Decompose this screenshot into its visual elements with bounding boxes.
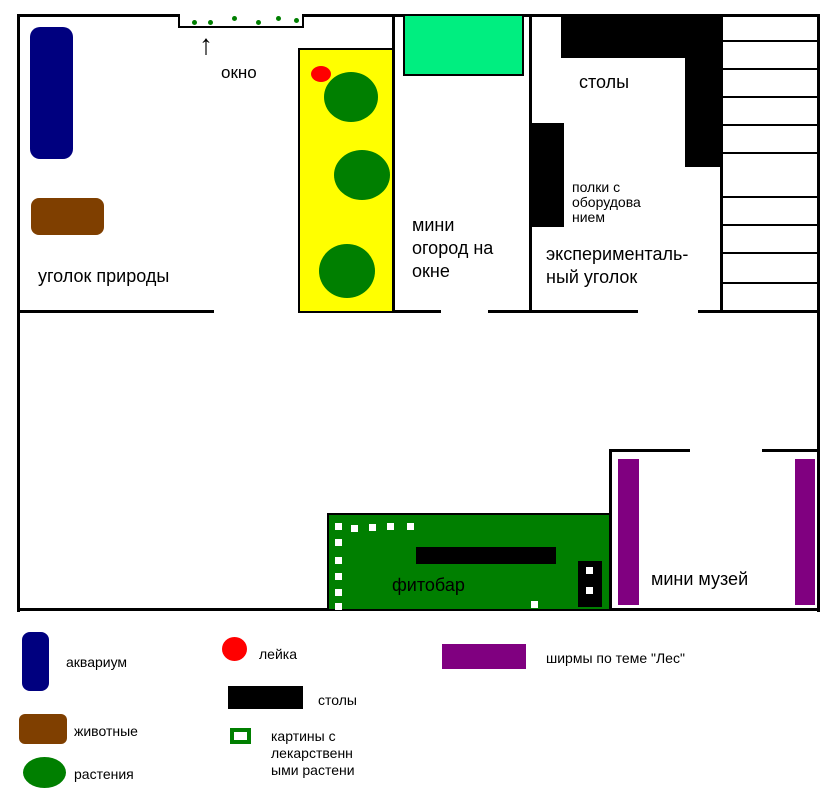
aquarium [30,27,73,159]
window-plant-icon [208,20,213,25]
legend-animals-swatch [19,714,67,744]
phytobar-table [416,547,556,564]
legend-tables-label: столы [318,692,357,708]
mint-box [403,14,524,76]
forest-screen [795,459,815,605]
stair-step [720,196,820,198]
legend-screens-label: ширмы по теме "Лес" [546,650,685,666]
phytobar-label: фитобар [392,575,465,595]
window-label: окно [221,63,257,82]
stair-step [720,224,820,226]
cabinet-square-icon [586,587,593,594]
cabinet-square-icon [586,567,593,574]
legend-pictures-icon [230,728,251,744]
wall-upper-3 [488,310,638,313]
medicinal-picture-icon [387,523,394,530]
window-plant-icon [294,18,299,23]
outer-wall-left [17,14,20,612]
legend-aquarium-swatch [22,632,49,691]
museum-wall-left [609,449,612,611]
lab-table-side [685,14,723,167]
stair-step [720,124,820,126]
medicinal-picture-icon [407,523,414,530]
window [178,14,304,28]
wall-upper-1 [17,310,214,313]
experimental-corner-label: эксперименталь- ный уголок [546,244,689,287]
shelves-label: полки с оборудова нием [572,179,641,225]
plant-icon [319,244,375,298]
legend-pictures-label: картины с лекарственн ыми растени [271,728,355,778]
stair-step [720,68,820,70]
window-plant-icon [256,20,261,25]
medicinal-picture-icon [335,573,342,580]
legend-animals-label: животные [74,723,138,739]
legend-aquarium-label: аквариум [66,654,128,670]
outer-wall-right [817,14,820,612]
equipment-shelf [532,123,564,227]
window-arrow-icon: ↑ [199,29,213,60]
window-plant-icon [192,20,197,25]
legend-watering-can-label: лейка [259,646,297,662]
mini-museum-label: мини музей [651,569,749,589]
museum-wall-top-1 [609,449,690,452]
stair-step [720,40,820,42]
medicinal-picture-icon [335,557,342,564]
museum-wall-top-2 [762,449,820,452]
stair-step [720,282,820,284]
garden-bed [298,48,394,313]
stair-step [720,96,820,98]
mini-garden-label: мини огород на окне [412,215,494,281]
plant-icon [324,72,378,122]
wall-vertical-lab [529,14,532,313]
wall-upper-4 [698,310,820,313]
medicinal-picture-icon [335,539,342,546]
legend-plants-label: растения [74,766,134,782]
legend-screens-swatch [442,644,526,669]
medicinal-picture-icon [531,601,538,608]
nature-corner-label: уголок природы [38,266,170,286]
forest-screen [618,459,639,605]
medicinal-picture-icon [335,523,342,530]
legend-tables-swatch [228,686,303,709]
medicinal-picture-icon [335,603,342,610]
watering-can [311,66,331,82]
plant-icon [334,150,390,200]
window-plant-icon [232,16,237,21]
medicinal-picture-icon [351,525,358,532]
medicinal-picture-icon [369,524,376,531]
stair-step [720,252,820,254]
stair-step [720,152,820,154]
phytobar [327,513,612,611]
window-plant-icon [276,16,281,21]
legend-watering-can-icon [222,637,247,661]
tables-label: столы [579,72,630,92]
medicinal-picture-icon [335,589,342,596]
phytobar-cabinet [578,561,602,607]
animals-cage [31,198,104,235]
legend-plant-icon [23,757,66,788]
